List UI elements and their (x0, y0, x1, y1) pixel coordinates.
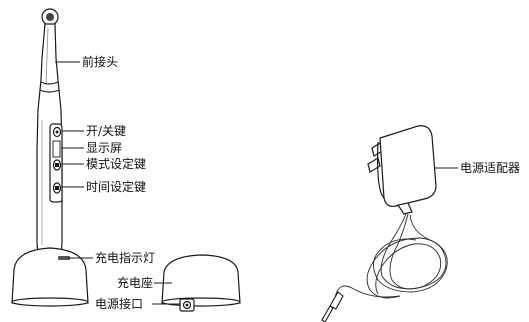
charger-base-back (161, 254, 241, 312)
charger-base-assembled (11, 247, 89, 307)
charger-back-body (161, 254, 241, 304)
label-charger-base: 充电座 (117, 275, 153, 290)
label-power-switch: 开/关键 (86, 124, 126, 138)
power-port-pin (185, 303, 189, 307)
dc-plug (321, 291, 344, 322)
label-front-head: 前接头 (82, 54, 118, 69)
adapter-prong-2 (367, 157, 381, 173)
collar-ring-1 (40, 81, 59, 85)
cable-loop-1 (366, 213, 447, 299)
time-button-mark (55, 186, 59, 190)
adapter-body (379, 125, 437, 207)
display-window (52, 140, 61, 158)
power-button-dot (55, 130, 59, 134)
collar-ring-2 (39, 89, 60, 93)
dc-plug-tip (321, 305, 334, 322)
label-time-key: 时间设定键 (86, 179, 146, 194)
cable-loop-2 (375, 213, 442, 295)
dc-plug-body (329, 291, 344, 310)
charger-back-bottom (161, 297, 241, 307)
adapter-cable (335, 213, 448, 299)
power-adapter (367, 125, 437, 215)
charger-base-bottom (11, 297, 89, 307)
label-power-adapter: 电源适配器 (460, 161, 520, 175)
charger-base-body (11, 247, 89, 304)
neck-highlight (45, 27, 49, 86)
cable-tail (335, 285, 401, 299)
adapter-edge (377, 141, 385, 199)
head-lens (46, 13, 54, 21)
label-power-port: 电源接口 (95, 296, 143, 311)
charge-indicator-light (58, 256, 70, 260)
cable-loop-3 (373, 214, 448, 293)
label-charge-indicator: 充电指示灯 (95, 250, 155, 265)
leader-lines (55, 61, 458, 305)
mode-button-mark (55, 163, 59, 167)
handpiece (36, 8, 63, 263)
label-display: 显示屏 (86, 141, 122, 155)
adapter-strain-relief (397, 202, 413, 215)
label-mode-key: 模式设定键 (86, 156, 146, 171)
